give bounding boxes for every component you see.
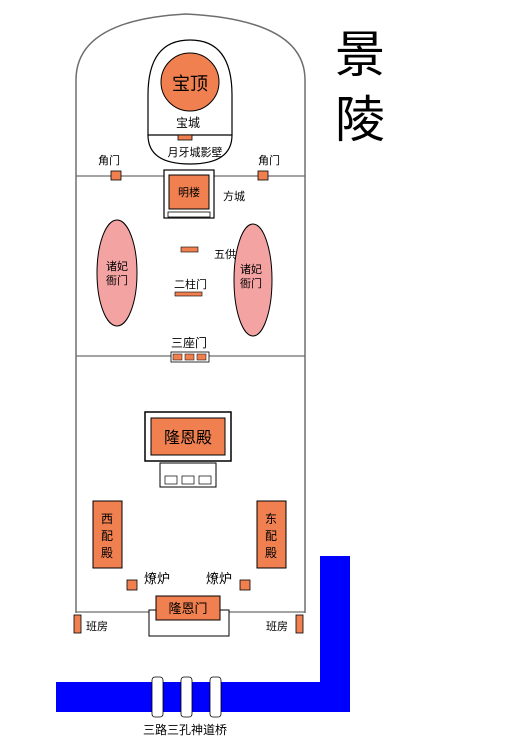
jiaomen-left-label: 角门 (98, 153, 120, 167)
longendian-step-3 (198, 475, 212, 485)
baocheng-label: 宝城 (176, 116, 200, 130)
fangcheng-label: 方城 (223, 189, 245, 203)
xipeidian-char-2: 配 (101, 529, 113, 543)
sanzuomen-arch-1 (172, 353, 183, 361)
banfang-right (295, 614, 304, 634)
zhufei-right-label: 诸妃 (240, 262, 262, 276)
erzhumen-gate (174, 291, 203, 297)
river (56, 556, 350, 712)
baoding-label: 宝顶 (172, 74, 208, 95)
liaolu-left-label: 燎炉 (144, 571, 170, 587)
dongpeidian-char-1: 东 (265, 512, 277, 526)
dongpeidian-hall (256, 500, 287, 569)
zhufei-yard-left (96, 219, 138, 327)
jiaomen-right (257, 170, 269, 181)
wugongji-altar (180, 246, 199, 253)
jiaomen-left (110, 170, 122, 181)
dongpeidian-char-2: 配 (265, 529, 277, 543)
bridge-span-3 (209, 676, 222, 718)
liaolu-left (126, 579, 138, 591)
longenmen-label: 隆恩门 (168, 602, 207, 617)
zhufei-yard-right (233, 223, 273, 337)
longendian-step-2 (181, 475, 195, 485)
dongpeidian-char-3: 殿 (265, 546, 277, 560)
bridge-span-2 (180, 676, 193, 718)
jiaomen-right-label: 角门 (258, 153, 280, 167)
longendian-step-1 (164, 475, 178, 485)
xipeidian-hall (92, 500, 123, 569)
liaolu-right (239, 579, 251, 591)
fangcheng-steps (167, 211, 211, 218)
bridge-span-1 (151, 676, 164, 718)
yueyacheng-outline (147, 134, 233, 165)
liaolu-right-label: 燎炉 (206, 571, 232, 587)
longendian-label: 隆恩殿 (164, 428, 212, 447)
banfang-left (73, 614, 82, 634)
xipeidian-char-3: 殿 (101, 546, 113, 560)
zhufei-left-label-2: 衙门 (106, 273, 128, 287)
yueyacheng-screen-wall (177, 134, 193, 141)
sanzuomen-arch-3 (196, 353, 207, 361)
title-char-1: 景 (335, 26, 385, 84)
zhufei-left-label: 诸妃 (106, 259, 128, 273)
banfang-right-label: 班房 (266, 620, 288, 633)
erzhumen-label: 二柱门 (174, 277, 207, 291)
longenmen-gate (155, 595, 221, 621)
sanzuomen-label: 三座门 (171, 335, 207, 350)
banfang-left-label: 班房 (86, 620, 108, 633)
title-char-2: 陵 (335, 91, 385, 149)
outer-wall (75, 13, 306, 613)
baoding-mound (160, 52, 220, 112)
minglou-label: 明楼 (178, 185, 200, 199)
yueyacheng-label: 月牙城影壁 (168, 145, 223, 159)
sanzuomen-arch-2 (184, 353, 195, 361)
xipeidian-char-1: 西 (101, 512, 113, 526)
bridge-label: 三路三孔神道桥 (143, 722, 227, 737)
minglou-building (168, 174, 210, 210)
longendian-hall (150, 417, 226, 456)
zhufei-right-label-2: 衙门 (240, 276, 262, 290)
